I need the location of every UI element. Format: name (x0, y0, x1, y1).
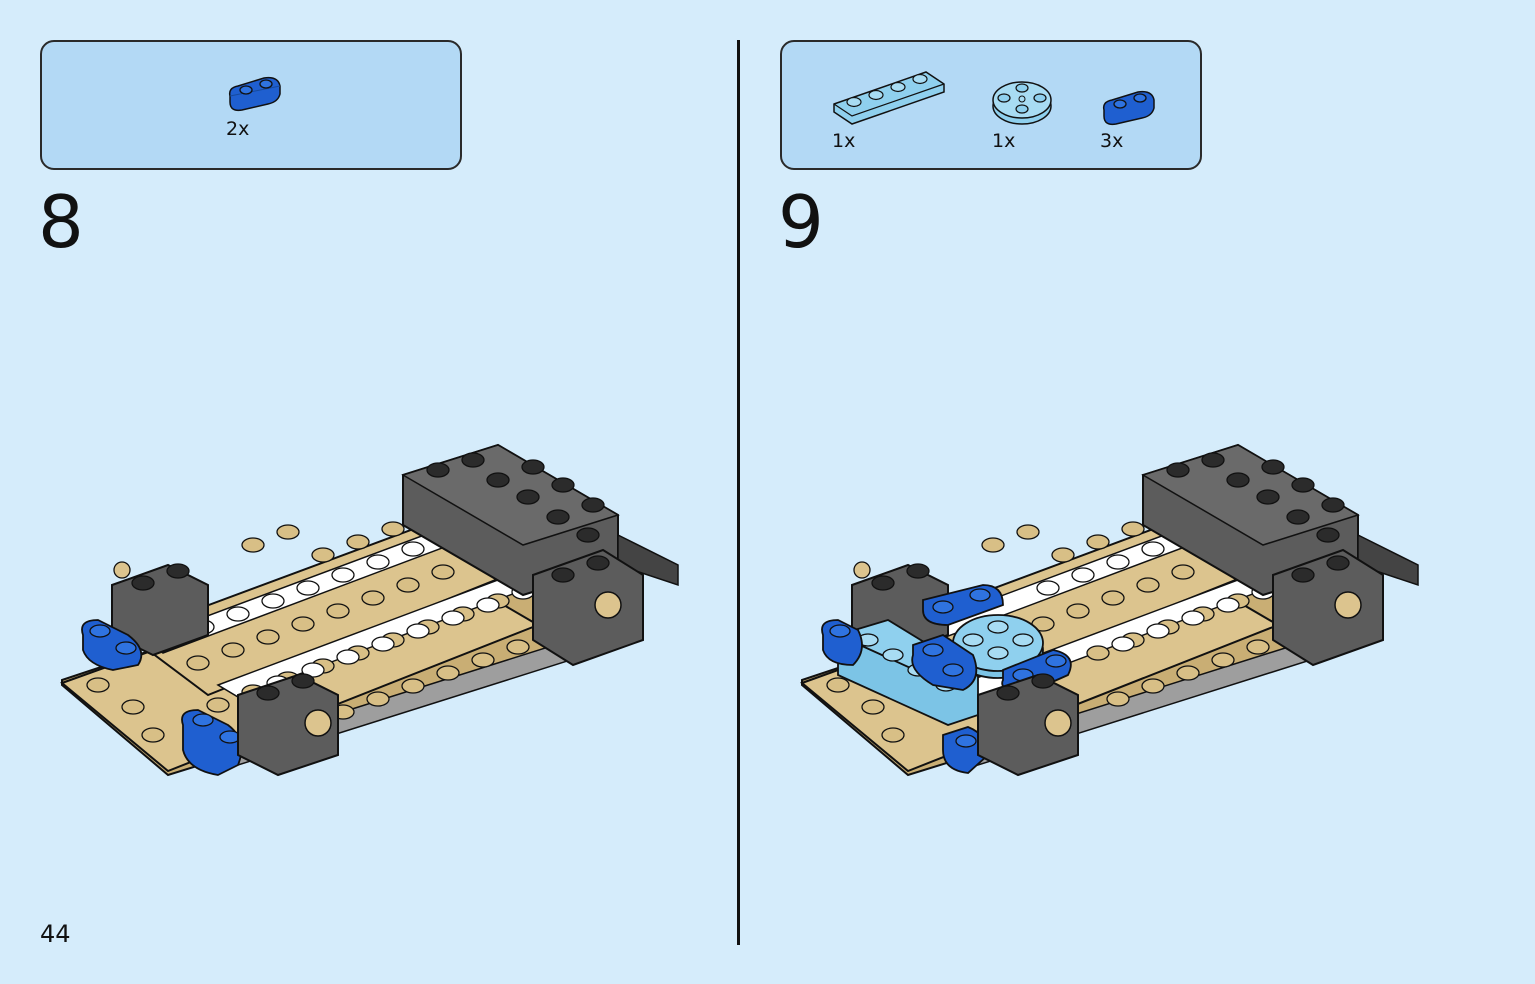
step-number: 9 (778, 180, 824, 264)
model-illustration-step-8 (58, 435, 688, 799)
step-number: 8 (38, 180, 84, 264)
page-number: 44 (40, 920, 71, 948)
parts-list-step-9: 1x 1x 3x (780, 40, 1202, 170)
quantity-label: 2x (226, 118, 250, 140)
quantity-label: 1x (832, 130, 856, 152)
model-illustration-step-9 (798, 435, 1428, 799)
quantity-label: 3x (1100, 130, 1124, 152)
light-blue-round-plate-icon (990, 76, 1054, 130)
page-divider (737, 40, 740, 945)
blue-rounded-plate-icon (1098, 88, 1158, 128)
quantity-label: 1x (992, 130, 1016, 152)
blue-rounded-plate-icon (224, 74, 284, 114)
parts-list-step-8: 2x (40, 40, 462, 170)
light-blue-plate-icon (830, 64, 946, 126)
